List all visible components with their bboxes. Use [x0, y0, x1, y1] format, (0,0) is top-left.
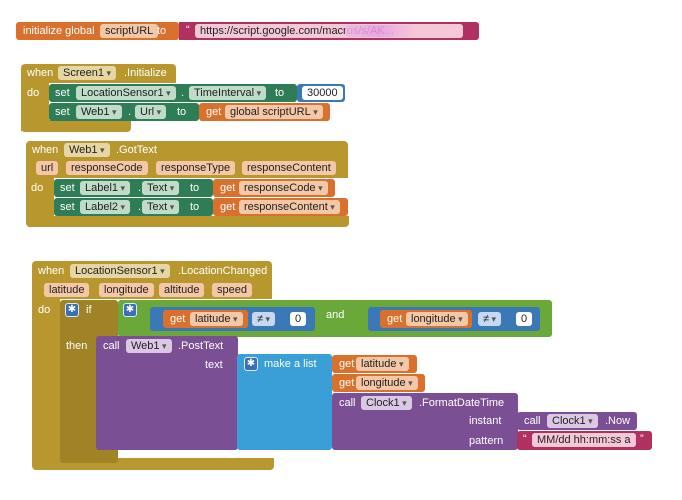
and-label: and [326, 309, 345, 321]
set-label: set [55, 87, 70, 99]
number-value[interactable]: 30000 [302, 86, 343, 100]
param-speed[interactable]: speed [212, 283, 252, 297]
when-label: when [32, 144, 59, 156]
url-redaction [345, 25, 415, 37]
get-label: get [206, 106, 222, 118]
initialize-global-label: initialize global [23, 25, 95, 37]
zero-value[interactable]: 0 [290, 312, 307, 326]
dot-label: . [138, 182, 142, 194]
longitude-dropdown[interactable]: longitude [356, 376, 418, 390]
gottext-body [26, 178, 54, 218]
text-param-label: text [205, 359, 223, 371]
get-label: get [339, 377, 355, 389]
formatdatetime-label: .FormatDateTime [419, 397, 505, 409]
clock1-dropdown[interactable]: Clock1 [547, 414, 598, 428]
get-label: get [220, 182, 236, 194]
now-label: .Now [605, 415, 631, 427]
quote-open: “ [523, 433, 527, 445]
locationsensor1-dropdown[interactable]: LocationSensor1 [70, 264, 170, 278]
responsecontent-dropdown[interactable]: responseContent [239, 200, 340, 214]
url-dropdown[interactable]: Url [135, 105, 167, 119]
dot-label: . [138, 201, 142, 213]
param-responsecode[interactable]: responseCode [66, 161, 148, 175]
if-label: if [86, 304, 92, 316]
clock1-dropdown[interactable]: Clock1 [361, 396, 412, 410]
set-label: set [60, 182, 75, 194]
param-responsetype[interactable]: responseType [156, 161, 236, 175]
make-a-list-label: make a list [264, 358, 317, 370]
latitude-dropdown[interactable]: latitude [190, 312, 243, 326]
locationchanged-body [32, 299, 60, 463]
mutator-gear-icon[interactable]: ✱ [244, 357, 258, 371]
when-label: when [38, 265, 65, 277]
param-latitude[interactable]: latitude [44, 283, 90, 297]
to-label: to [190, 201, 200, 213]
locationsensor1-dropdown[interactable]: LocationSensor1 [76, 86, 176, 100]
mutator-gear-icon[interactable]: ✱ [123, 303, 137, 317]
pattern-text-value[interactable]: MM/dd hh:mm:ss a [532, 433, 636, 447]
dot-label: . [181, 87, 185, 99]
responsecode-dropdown[interactable]: responseCode [239, 181, 328, 195]
dot-label: . [128, 106, 132, 118]
label1-dropdown[interactable]: Label1 [80, 181, 131, 195]
call-label: call [524, 415, 541, 427]
param-longitude[interactable]: longitude [99, 283, 154, 297]
get-label: get [220, 201, 236, 213]
instant-param-label: instant [469, 415, 502, 427]
param-url[interactable]: url [36, 161, 59, 175]
latitude-dropdown[interactable]: latitude [356, 357, 409, 371]
quote-open: “ [186, 24, 190, 36]
then-label: then [66, 340, 88, 352]
neq-operator-dropdown[interactable]: ≠ [252, 312, 276, 326]
to-label: to [190, 182, 200, 194]
zero-value[interactable]: 0 [516, 312, 533, 326]
get-label: get [170, 313, 186, 325]
set-label: set [55, 106, 70, 118]
label2-dropdown[interactable]: Label2 [80, 200, 131, 214]
when-label: when [27, 67, 54, 79]
web1-dropdown[interactable]: Web1 [76, 105, 122, 119]
screen1-dropdown[interactable]: Screen1 [58, 66, 117, 80]
global-scripturl-dropdown[interactable]: global scriptURL [225, 105, 323, 119]
gottext-label: .GotText [116, 144, 157, 156]
param-altitude[interactable]: altitude [159, 283, 205, 297]
initialize-label: .Initialize [124, 67, 167, 79]
to-label: to [177, 106, 187, 118]
param-responsecontent[interactable]: responseContent [242, 161, 336, 175]
screen-initialize-foot [21, 120, 131, 132]
posttext-label: .PostText [178, 340, 224, 352]
text-dropdown[interactable]: Text [142, 181, 180, 195]
web1-dropdown[interactable]: Web1 [126, 339, 172, 353]
call-label: call [103, 340, 120, 352]
pattern-param-label: pattern [469, 435, 504, 447]
get-label: get [387, 313, 403, 325]
do-label: do [27, 87, 40, 99]
mutator-gear-icon[interactable]: ✱ [65, 303, 79, 317]
to-label: to [157, 25, 167, 37]
timeinterval-dropdown[interactable]: TimeInterval [189, 86, 267, 100]
text-dropdown[interactable]: Text [142, 200, 180, 214]
neq-operator-dropdown[interactable]: ≠ [478, 312, 502, 326]
call-posttext-block[interactable] [96, 336, 238, 450]
do-label: do [31, 182, 44, 194]
to-label: to [275, 87, 285, 99]
web1-dropdown[interactable]: Web1 [64, 143, 110, 157]
do-label: do [38, 304, 51, 316]
gottext-foot [26, 216, 349, 227]
call-label: call [339, 397, 356, 409]
url-text-value[interactable]: https://script.google.com/macros/s/AK... [195, 24, 463, 38]
locationchanged-label: .LocationChanged [178, 265, 268, 277]
global-var-name[interactable]: scriptURL [100, 24, 159, 38]
set-label: set [60, 201, 75, 213]
longitude-dropdown[interactable]: longitude [406, 312, 468, 326]
quote-close: ” [640, 433, 644, 445]
get-label: get [339, 358, 355, 370]
